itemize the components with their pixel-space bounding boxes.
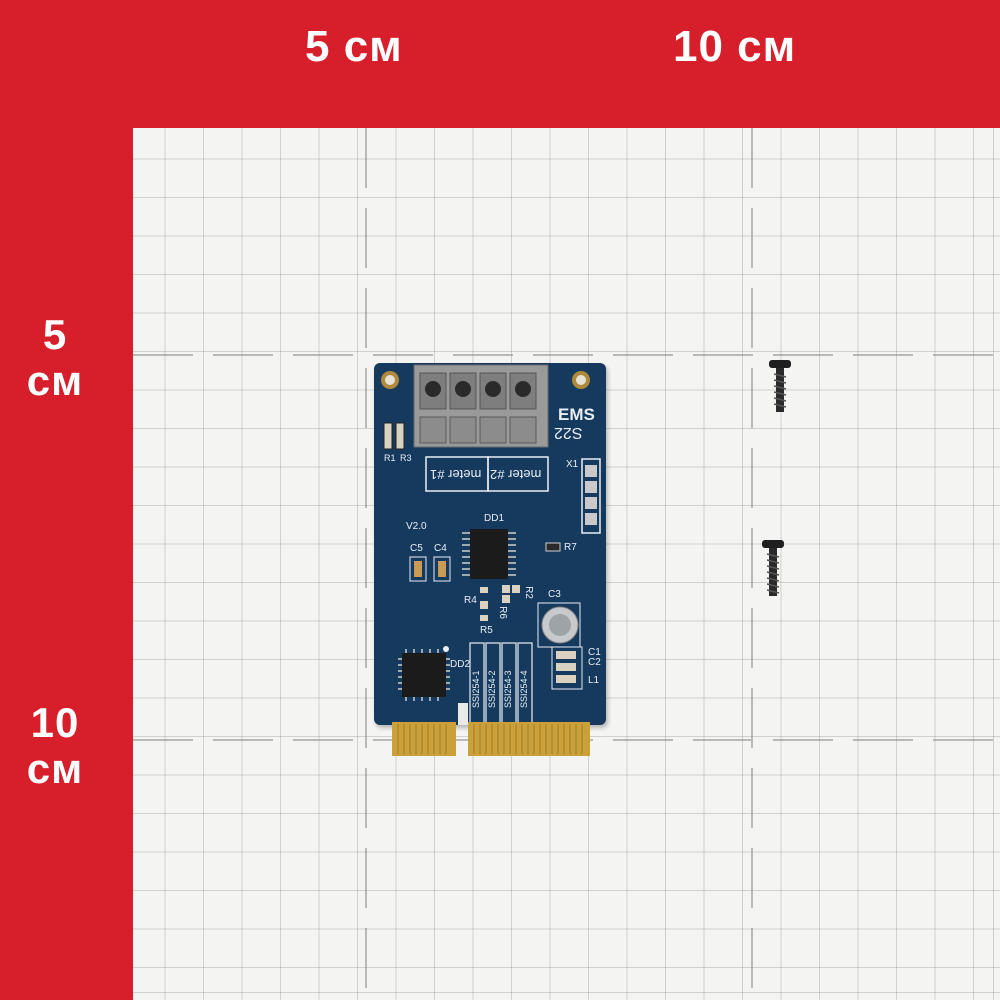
ruler-top (0, 0, 1000, 128)
label-x1: X1 (566, 459, 579, 470)
screw-icon (769, 360, 791, 412)
pcb-drawing (381, 364, 601, 725)
ruler-side-number: 10 (30, 699, 80, 746)
pcb-board: EMS S22 R1 R3 meter #1 meter #2 X1 DD1 V… (374, 363, 606, 725)
label-dd2: DD2 (450, 659, 471, 670)
label-c2: C2 (588, 657, 601, 668)
ruler-side-unit: см (26, 745, 84, 792)
screw-icon (762, 540, 784, 596)
label-c4: C4 (434, 543, 447, 554)
label-r5: R5 (480, 625, 493, 636)
label-dd1: DD1 (484, 513, 505, 524)
label-l1: L1 (588, 675, 600, 686)
label-r4: R4 (464, 595, 477, 606)
ruler-label-5cm: 5 см (305, 22, 403, 71)
ruler-side-label-5cm: 5 см (0, 312, 110, 404)
label-r1: R1 (384, 453, 396, 463)
ruler-side-label-10cm: 10 см (0, 700, 110, 792)
ruler-side-unit: см (26, 357, 84, 404)
label-r7: R7 (564, 542, 577, 553)
board-brand: EMS (558, 405, 595, 424)
ruler-label-10cm: 10 см (673, 22, 797, 71)
ruler-left (0, 0, 133, 1000)
label-version: V2.0 (406, 521, 427, 532)
label-c1: C1 (588, 647, 601, 658)
label-c3: C3 (548, 589, 561, 600)
label-c5: C5 (410, 543, 423, 554)
ruler-side-number: 5 (42, 311, 68, 358)
label-r3: R3 (400, 453, 412, 463)
